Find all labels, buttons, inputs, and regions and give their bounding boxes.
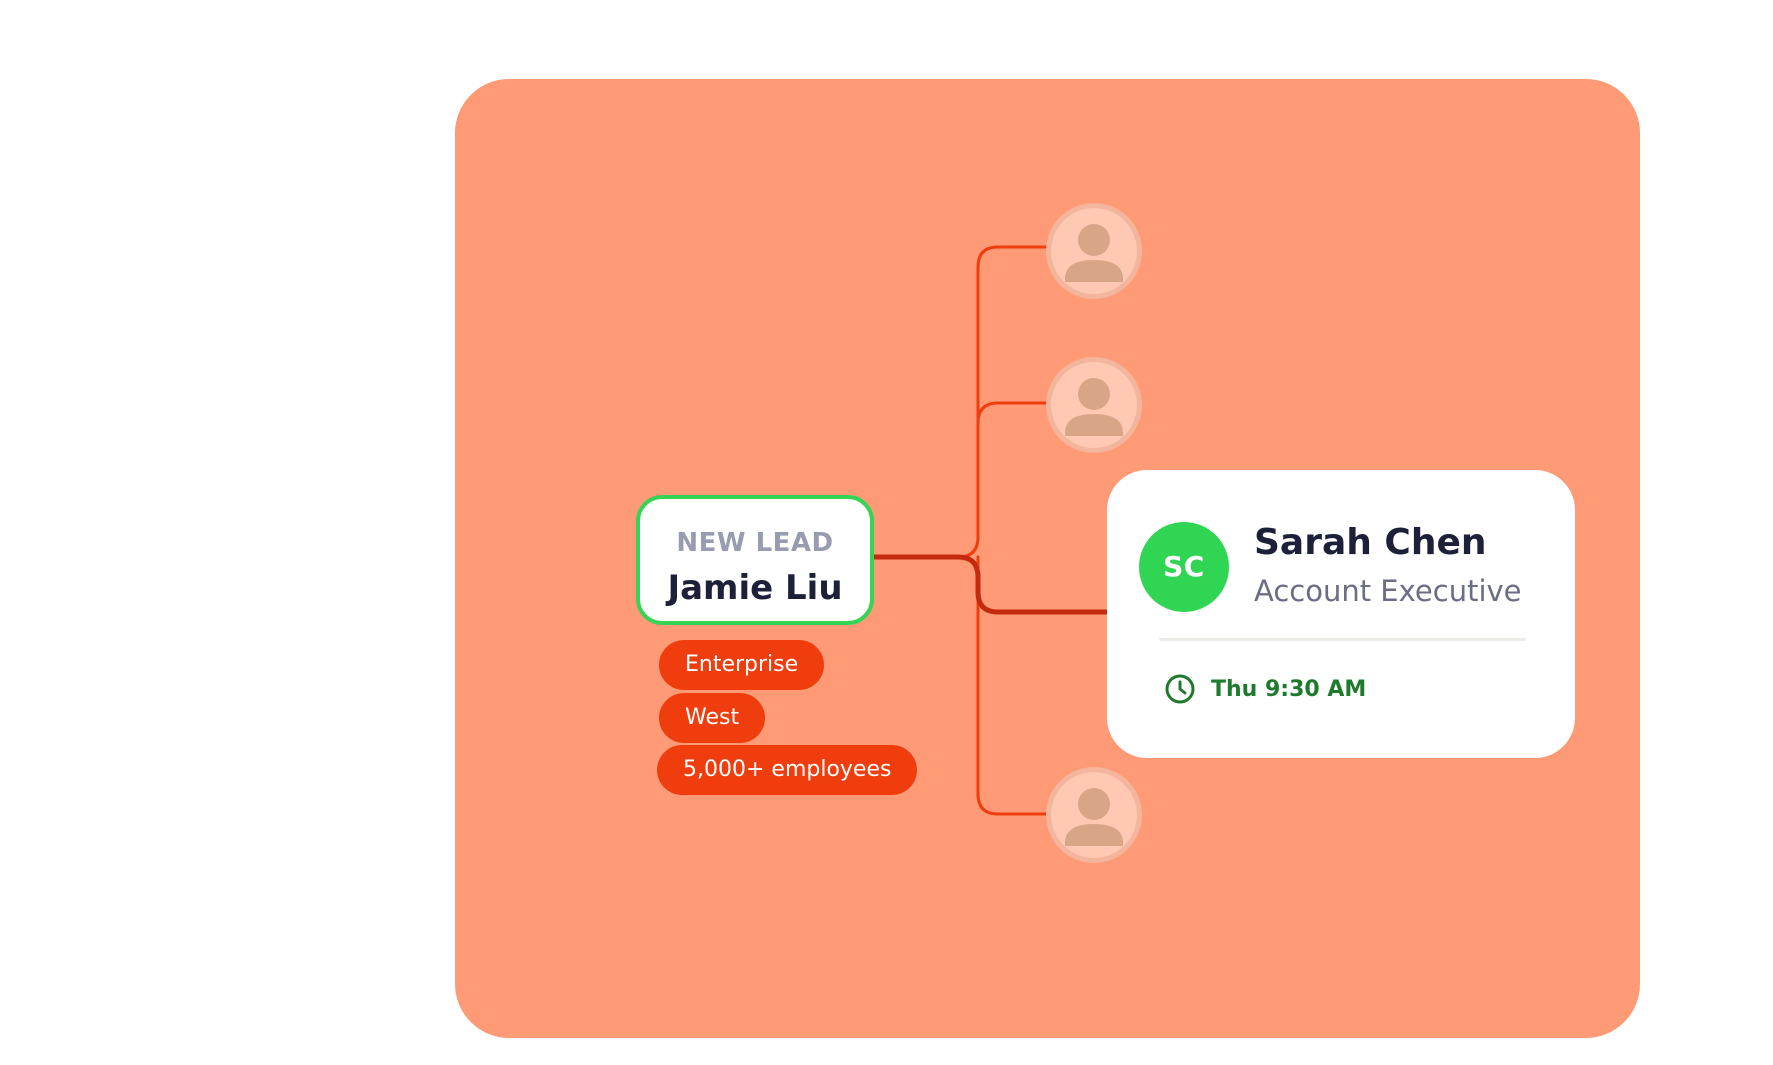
rep-name: Sarah Chen [1254, 522, 1487, 563]
lead-tag-segment: Enterprise [659, 640, 825, 690]
connector-to-candidate-2 [976, 401, 1050, 539]
candidate-avatar-3 [1046, 767, 1142, 863]
rep-card-divider [1159, 638, 1526, 641]
lead-status-label: NEW LEAD [676, 528, 834, 558]
candidate-avatar-1 [1046, 203, 1142, 299]
lead-tag-region: West [659, 693, 766, 743]
lead-name: Jamie Liu [667, 568, 843, 608]
connector-lead-to-rep [871, 554, 1110, 615]
user-silhouette-icon [1065, 378, 1123, 436]
candidate-avatar-2 [1046, 357, 1142, 453]
rep-title: Account Executive [1254, 574, 1522, 608]
meeting-time: Thu 9:30 AM [1211, 677, 1367, 702]
lead-tag-company-size: 5,000+ employees [657, 745, 918, 795]
clock-icon [1164, 673, 1196, 705]
rep-avatar: SC [1139, 522, 1229, 612]
lead-card[interactable]: NEW LEAD Jamie Liu [636, 495, 874, 625]
assigned-rep-card[interactable]: SC Sarah Chen Account Executive Thu 9:30… [1107, 470, 1575, 758]
user-silhouette-icon [1065, 788, 1123, 846]
connector-to-candidate-3 [976, 555, 1050, 816]
user-silhouette-icon [1065, 224, 1123, 282]
connector-to-candidate-1 [956, 245, 1050, 559]
